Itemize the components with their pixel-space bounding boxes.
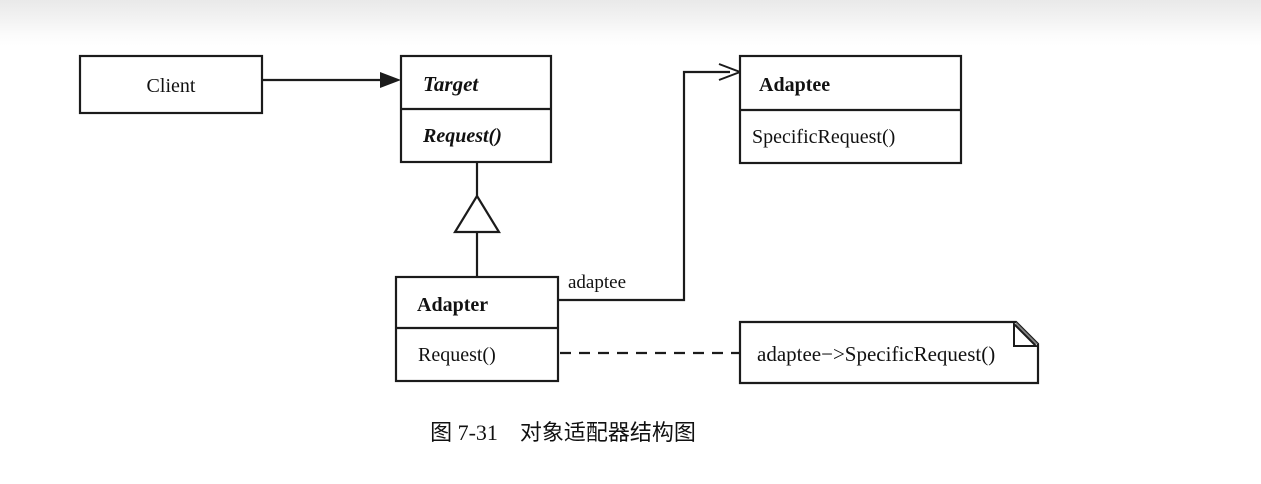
adapter-class-name: Adapter	[417, 294, 488, 316]
hollow-triangle-icon	[453, 193, 501, 234]
note-body-text: adaptee−>SpecificRequest()	[757, 342, 995, 366]
figure-caption: 图 7-31 对象适配器结构图	[430, 420, 696, 445]
note-box[interactable]: adaptee−>SpecificRequest()	[738, 320, 1040, 385]
class-box-client[interactable]: Client	[78, 54, 264, 115]
class-box-target[interactable]: Target Request()	[399, 54, 553, 164]
adapter-operation-request: Request()	[418, 344, 496, 366]
relationship-client-target	[262, 72, 401, 88]
target-class-name: Target	[423, 72, 479, 96]
class-box-adapter[interactable]: Adapter Request()	[394, 275, 560, 383]
class-box-adaptee[interactable]: Adaptee SpecificRequest()	[738, 54, 963, 165]
association-role-label-adaptee: adaptee	[568, 272, 626, 293]
note-folded-corner-icon	[1013, 321, 1039, 347]
target-operation-request: Request()	[422, 125, 502, 147]
client-target-arrowhead-icon	[380, 72, 401, 88]
adaptee-operation-specificrequest: SpecificRequest()	[752, 126, 895, 148]
client-box-rect	[78, 54, 264, 115]
client-class-name: Client	[147, 75, 196, 97]
relationship-adapter-target-generalization	[453, 162, 501, 277]
note-box-shape	[738, 320, 1040, 385]
adapter-adaptee-line	[558, 70, 730, 302]
relationship-adapter-adaptee	[558, 63, 743, 302]
adaptee-class-name: Adaptee	[759, 74, 830, 96]
